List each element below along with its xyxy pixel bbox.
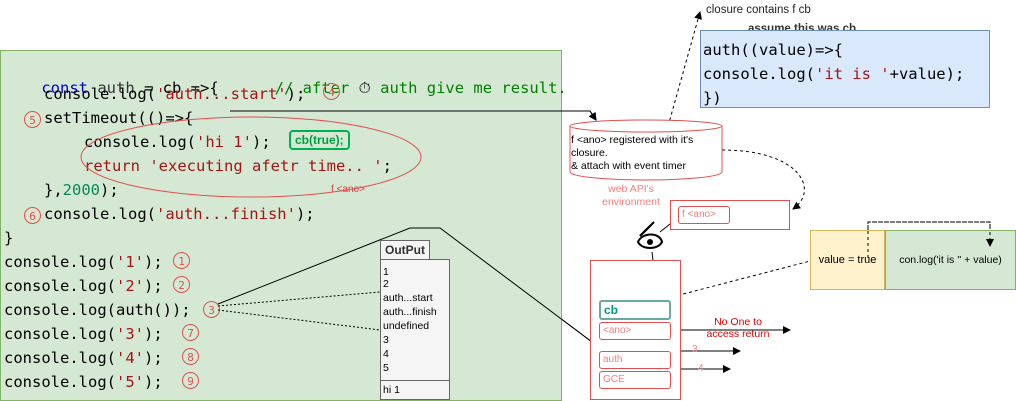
- output-line: 5: [383, 362, 389, 374]
- code-line-9: console.log('1');: [4, 253, 163, 271]
- output-line: 4: [383, 348, 389, 360]
- code-line-11: console.log(auth());: [4, 301, 191, 319]
- code-line-13: console.log('4');: [4, 349, 163, 367]
- output-tab[interactable]: OutPut: [380, 240, 430, 260]
- output-line: auth...finish: [383, 306, 437, 318]
- code-line-12: console.log('3');: [4, 325, 163, 343]
- step-badge-5: 5: [24, 111, 41, 128]
- code-line-1: const auth = cb =>{ // after ⏱ auth give…: [41, 79, 567, 97]
- step-badge-1: 1: [173, 252, 190, 269]
- step-badge-6: 6: [24, 207, 41, 224]
- output-divider: [381, 380, 449, 381]
- stack-item-auth: auth: [599, 351, 671, 369]
- cb-true-badge: cb(true);: [289, 130, 350, 150]
- code-line-8: }: [4, 229, 14, 247]
- code-line-14: console.log('5');: [4, 373, 163, 391]
- assume-line-3: }): [703, 89, 722, 107]
- output-line: auth...start: [383, 292, 433, 304]
- arrow-label-4: 4: [698, 363, 704, 374]
- stopwatch-icon: ⏱: [358, 79, 371, 97]
- output-panel: 1 2 auth...start auth...finish undefined…: [380, 259, 450, 400]
- webapi-label: web API's environment: [602, 183, 660, 208]
- step-badge-4: 4: [323, 83, 340, 100]
- output-line: undefined: [383, 320, 430, 332]
- webapi-registered-note: f <ano> registered with it's closure. & …: [571, 134, 694, 172]
- assume-line-1: auth((value)=>{: [703, 41, 843, 59]
- no-access-note: No One to access return: [706, 316, 770, 340]
- output-line: 3: [383, 334, 389, 346]
- stack-item-ano: <ano>: [599, 322, 671, 340]
- value-true-box: value = true: [810, 230, 885, 290]
- webapi-cylinder: [569, 119, 723, 181]
- output-line: 1: [383, 266, 389, 278]
- output-footer: hi 1: [383, 384, 400, 396]
- step-badge-8: 8: [182, 348, 199, 365]
- closure-note: closure contains f cb: [706, 4, 811, 16]
- step-badge-2: 2: [173, 276, 190, 293]
- code-line-4: console.log('hi 1');: [84, 133, 271, 151]
- assume-line-2: console.log('it is '+value);: [703, 65, 965, 83]
- code-line-2: console.log('auth...start');: [44, 85, 306, 103]
- queue-item-ano: f <ano>: [678, 206, 730, 224]
- step-badge-9: 9: [182, 372, 199, 389]
- stack-item-gce: GCE: [599, 371, 671, 389]
- assumed-callback-code: auth((value)=>{ console.log('it is '+val…: [700, 30, 990, 108]
- code-line-7: console.log('auth...finish');: [44, 205, 315, 223]
- step-badge-7: 7: [182, 324, 199, 341]
- code-line-10: console.log('2');: [4, 277, 163, 295]
- code-line-3: setTimeout(()=>{: [44, 109, 194, 127]
- arrow-to-queue: [721, 149, 805, 210]
- code-line-6: },2000);: [44, 181, 119, 199]
- arrow-label-3: 3: [692, 344, 698, 355]
- output-line: 2: [383, 278, 389, 290]
- stack-item-cb: cb: [599, 300, 671, 320]
- code-line-5: return 'executing afetr time.. ';: [84, 157, 392, 175]
- step-badge-3: 3: [203, 301, 220, 318]
- code-panel: const auth = cb =>{ // after ⏱ auth give…: [0, 50, 567, 401]
